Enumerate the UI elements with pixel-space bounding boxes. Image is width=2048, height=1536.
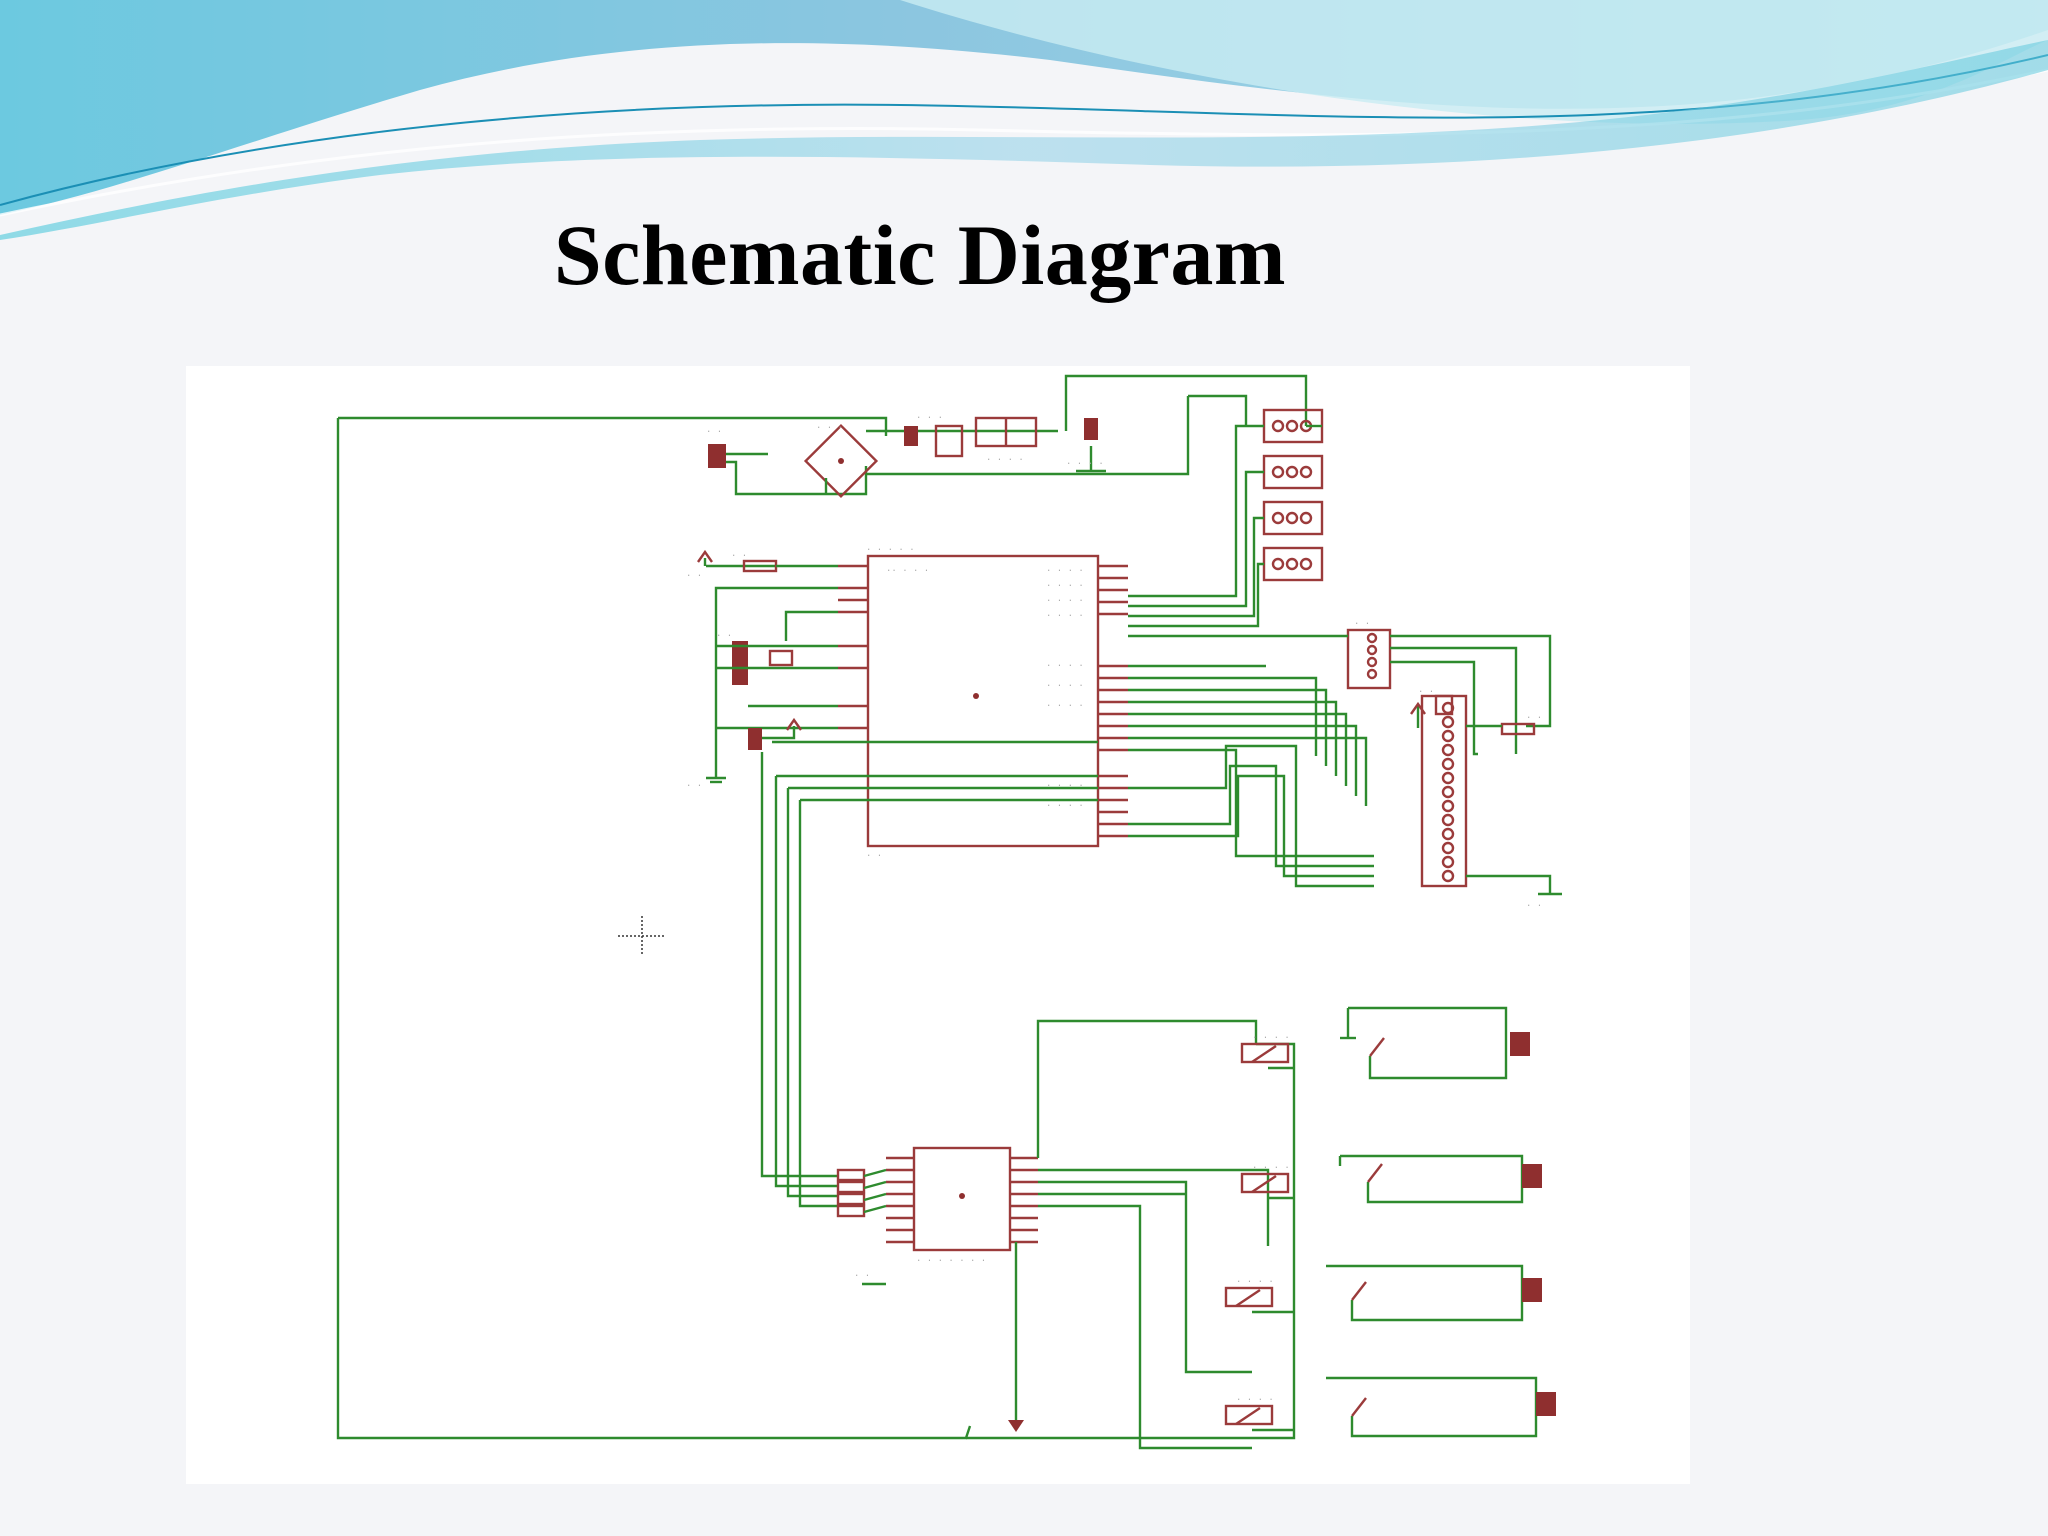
svg-text:. .: . . [1526,711,1542,721]
flyback-diode [1008,1420,1024,1432]
svg-text:. . . .: . . . . [1046,699,1084,709]
svg-text:. . . .: . . . . [1046,799,1084,809]
svg-text:. . . .: . . . . [1066,457,1104,467]
schematic-labels: . .. . .. . . . . . .. . . .. . . . . . … [686,411,1542,1403]
pot-connector [1128,628,1392,690]
backlight-resistor [1500,722,1536,736]
svg-text:. . .: . . . [816,421,843,431]
svg-text:. . .: . . . [916,411,943,421]
svg-text:. .: . . [686,779,702,789]
capacitor-c1 [904,426,918,446]
schematic-diagram: .. . . . . . . . . . . . . . . . . . . . . … [336,374,1562,1450]
schematic-panel: .. . . . . . . . . . . . . . . . . . . . . … [186,366,1690,1484]
svg-text:. .: . . [686,569,702,579]
header-wave-decoration [0,0,2048,240]
crosshair-cursor [618,916,666,956]
svg-text:. .: . . [716,629,732,639]
relay-coil-1 [1240,1042,1290,1064]
power-supply-section [708,374,1308,499]
power-connector [708,444,726,468]
bus-wires [760,664,1374,1208]
svg-text:.. . . .: .. . . . [886,564,929,574]
capacitor-c3 [768,649,794,667]
svg-text:. .: . . [854,1269,870,1279]
svg-text:. . . .: . . . . [1046,594,1084,604]
svg-text:. . . . . . .: . . . . . . . [916,1254,986,1264]
capacitor-c4 [748,728,762,750]
bridge-rectifier [803,423,879,499]
svg-text:. . . .: . . . . [986,453,1024,463]
relay-coil-3 [1224,1286,1274,1308]
svg-text:. . . .: . . . . [1236,1393,1274,1403]
svg-text:. .: . . [1354,617,1370,627]
top-right-connectors [1128,408,1324,628]
capacitor-c2 [1084,418,1098,440]
svg-text:. .: . . [706,425,722,435]
svg-text:. . . .: . . . . [1252,1031,1290,1041]
crystal [732,641,748,685]
relay-contact-4 [1326,1376,1556,1438]
lcd-header-connector [1390,634,1562,896]
svg-text:. . . .: . . . . [1046,564,1084,574]
svg-text:. . . .: . . . . [1252,1161,1290,1171]
relay-contact-3 [1326,1264,1542,1322]
svg-text:. . . .: . . . . [1236,1275,1274,1285]
oscillator-and-reset [697,549,838,784]
relay-coil-4 [1224,1404,1274,1426]
svg-text:. .: . . [1526,899,1542,909]
svg-text:. . . .: . . . . [1046,579,1084,589]
relay-contact-1 [1340,1006,1530,1080]
svg-text:. .: . . [866,849,882,859]
svg-text:. . . .: . . . . [1046,679,1084,689]
svg-text:. .: . . [1418,685,1434,695]
relay-outputs [1036,1006,1556,1450]
svg-text:. . . .: . . . . [1046,779,1084,789]
relay-driver-ic [836,1146,1038,1432]
relay-contact-2 [1338,1154,1542,1204]
microcontroller-ic: .. . . . . . . . . . . . . . . . . . . . . … [838,554,1128,848]
svg-text:. . . .: . . . . [1046,659,1084,669]
main-loop-wire [336,416,1296,1440]
svg-text:. . . .: . . . . [1046,609,1084,619]
svg-text:. . . . .: . . . . . [866,543,915,553]
svg-text:. .: . . [731,549,747,559]
regulator-left [934,424,964,458]
relay-coil-2 [1240,1172,1290,1194]
slide-title: Schematic Diagram [553,207,1287,303]
